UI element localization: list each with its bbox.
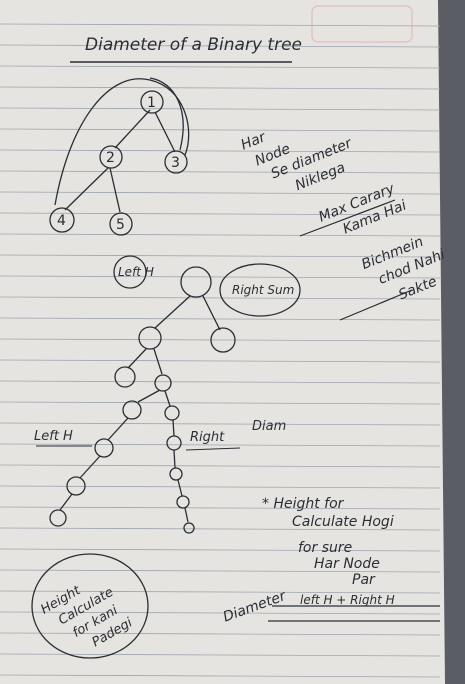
ruled-line bbox=[0, 296, 441, 300]
ruled-line bbox=[0, 233, 441, 237]
stamp-mark bbox=[311, 5, 413, 43]
ruled-line bbox=[0, 590, 441, 594]
ruled-line bbox=[0, 254, 441, 258]
ruled-line bbox=[0, 359, 441, 363]
ruled-line bbox=[0, 191, 441, 195]
ruled-line bbox=[0, 44, 441, 48]
ruled-line bbox=[0, 653, 441, 657]
ruled-line bbox=[0, 275, 441, 279]
ruled-line bbox=[0, 212, 441, 216]
ruled-line bbox=[0, 548, 441, 552]
tree-one-node-5 bbox=[109, 212, 133, 236]
ruled-line bbox=[0, 485, 441, 489]
ruled-line bbox=[0, 611, 441, 615]
circle-note-border bbox=[31, 553, 149, 659]
tree-one-label-5: 5 bbox=[116, 217, 125, 233]
ruled-line bbox=[0, 128, 441, 132]
tree-two-left-label: Left H bbox=[34, 429, 73, 444]
ruled-line bbox=[0, 380, 441, 384]
ruled-lines bbox=[0, 23, 441, 678]
ruled-line bbox=[0, 86, 441, 90]
height-note-line-5: Par bbox=[352, 572, 376, 588]
ruled-line bbox=[0, 65, 441, 69]
tree-two-diam-label: Diam bbox=[252, 419, 286, 434]
ruled-line bbox=[0, 443, 441, 447]
tree-one-node-4 bbox=[49, 207, 75, 233]
ruled-line bbox=[0, 170, 441, 174]
tree-one-label-3: 3 bbox=[171, 155, 180, 171]
ruled-line bbox=[0, 632, 441, 636]
tree-two-right-label: Right bbox=[190, 430, 225, 445]
ruled-line bbox=[0, 569, 441, 573]
ruled-line bbox=[0, 23, 441, 27]
tree-one-label-1: 1 bbox=[147, 95, 156, 111]
ruled-line bbox=[0, 338, 441, 342]
tree-two-left-height: Left H bbox=[118, 265, 154, 279]
ruled-line bbox=[0, 149, 441, 153]
ruled-line bbox=[0, 674, 441, 678]
height-note-line-4: Har Node bbox=[314, 556, 380, 572]
tree-two-right-sum: Right Sum bbox=[232, 283, 294, 297]
ruled-line bbox=[0, 317, 441, 321]
diameter-formula: left H + Right H bbox=[300, 593, 395, 607]
ruled-line bbox=[0, 422, 441, 426]
ruled-line bbox=[0, 506, 441, 510]
ruled-line bbox=[0, 464, 441, 468]
tree-one-label-4: 4 bbox=[57, 213, 66, 229]
page-title: Diameter of a Binary tree bbox=[85, 35, 302, 55]
ruled-line bbox=[0, 107, 441, 111]
height-note-line-2: Calculate Hogi bbox=[292, 514, 394, 530]
tree-one-label-2: 2 bbox=[106, 150, 115, 166]
height-note: * Height for Calculate Hogi for sure Har… bbox=[262, 496, 394, 588]
tree-one bbox=[49, 77, 190, 236]
right-underline bbox=[185, 447, 241, 451]
side-note-underline-2 bbox=[339, 289, 413, 321]
ruled-line bbox=[0, 527, 441, 531]
side-note-underline bbox=[299, 199, 396, 237]
paper-surface bbox=[0, 0, 445, 684]
height-note-line-1: * Height for bbox=[262, 496, 345, 512]
tree-one-node-2 bbox=[99, 145, 123, 169]
tree-one-node-1 bbox=[140, 90, 164, 114]
ruled-line bbox=[0, 401, 441, 405]
tree-one-node-3 bbox=[164, 150, 188, 174]
height-note-line-3: for sure bbox=[298, 540, 352, 556]
tree-two bbox=[49, 255, 301, 534]
